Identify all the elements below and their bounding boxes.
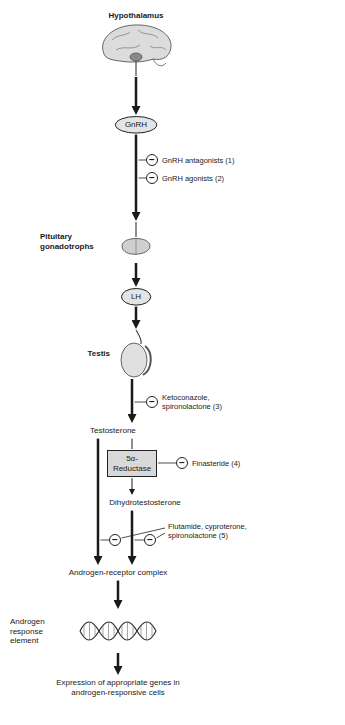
brain-outline: [103, 25, 171, 62]
flow-arrow: [132, 439, 133, 449]
node-text: Dihydrotestosterone: [109, 498, 181, 508]
leader-line: [139, 160, 147, 161]
testis-body: [121, 343, 147, 377]
epididymis: [143, 346, 151, 375]
pituitary-lobe-line: [136, 239, 137, 255]
complex-name: Androgen-receptor complex: [67, 566, 170, 580]
organ-pituitary: Pituitary gonadotrophs: [116, 222, 156, 262]
hypothalamus-drawing: [103, 25, 171, 76]
inhibition-sign: −: [146, 396, 158, 408]
brain-gyrus: [138, 30, 158, 38]
organ-label: Androgen response element: [10, 617, 72, 646]
pituitary-stalk: [135, 222, 136, 237]
node-text: 5α-Reductase: [112, 454, 152, 473]
drug-label: Flutamide, cyproterone, spironolactone (…: [168, 522, 248, 540]
leader-line: [139, 178, 147, 179]
flow-arrow: [135, 135, 138, 217]
spermatic-cord: [136, 330, 141, 344]
flow-arrow: [117, 581, 120, 605]
flow-arrow: [131, 511, 134, 561]
dna-element: Androgen response element: [78, 610, 158, 652]
steroid-name: Testosterone: [88, 424, 138, 438]
hormone-oval: LH: [121, 288, 151, 306]
organ-label: Testis: [87, 349, 110, 359]
organ-label: Hypothalamus: [108, 11, 163, 21]
inhibition-sign: −: [146, 172, 158, 184]
dna-helix: [80, 622, 156, 640]
leader-line: [157, 533, 166, 538]
organ-hypothalamus: Hypothalamus: [100, 24, 172, 76]
inhibition-sign: −: [109, 534, 121, 546]
node-text: GnRH: [125, 120, 147, 130]
leader-line: [101, 540, 110, 541]
node-text: Testosterone: [90, 426, 136, 436]
pituitary-gland: [122, 239, 150, 255]
inhibition-sign: −: [144, 534, 156, 546]
dna-strand: [80, 622, 156, 640]
drug-label: Finasteride (4): [192, 459, 240, 468]
leader-line: [158, 463, 176, 464]
brain-gyrus: [150, 46, 166, 50]
flow-arrow: [135, 263, 138, 283]
hypothalamus-region: [130, 53, 142, 61]
brain-gyrus: [116, 45, 140, 50]
brainstem: [153, 59, 166, 66]
flow-arrow: [131, 379, 134, 419]
flow-arrow: [135, 77, 138, 111]
inhibition-leaders: [101, 160, 177, 540]
enzyme-box: 5α-Reductase: [107, 450, 157, 477]
flow-arrow: [97, 439, 100, 561]
inhibition-sign: −: [146, 154, 158, 166]
node-text: Expression of appropriate genes in andro…: [43, 678, 193, 697]
outcome-text: Expression of appropriate genes in andro…: [41, 676, 195, 699]
leader-line: [122, 528, 166, 538]
pituitary-stalk: [135, 61, 136, 76]
hormone-oval: GnRH: [115, 116, 157, 134]
pituitary-drawing: [122, 222, 150, 255]
node-text: Androgen-receptor complex: [69, 568, 168, 578]
dna-strand: [80, 622, 156, 640]
drug-label: GnRH agonists (2): [162, 174, 224, 183]
drug-label: GnRH antagonists (1): [162, 156, 235, 165]
organ-testis: Testis: [116, 330, 156, 378]
leader-line: [135, 402, 147, 403]
brain-gyrus: [112, 32, 130, 40]
node-text: LH: [131, 292, 141, 302]
testis-drawing: [121, 330, 151, 377]
steroid-name: Dihydrotestosterone: [107, 496, 183, 510]
organ-label: Pituitary gonadotrophs: [40, 232, 110, 251]
leader-line: [135, 540, 145, 541]
inhibition-sign: −: [176, 457, 188, 469]
flow-arrow: [117, 653, 120, 671]
flow-arrow: [135, 307, 138, 325]
dna-rungs: [84, 622, 152, 640]
flow-arrow: [132, 478, 133, 492]
drug-label: Ketoconazole, spironolactone (3): [162, 393, 252, 411]
